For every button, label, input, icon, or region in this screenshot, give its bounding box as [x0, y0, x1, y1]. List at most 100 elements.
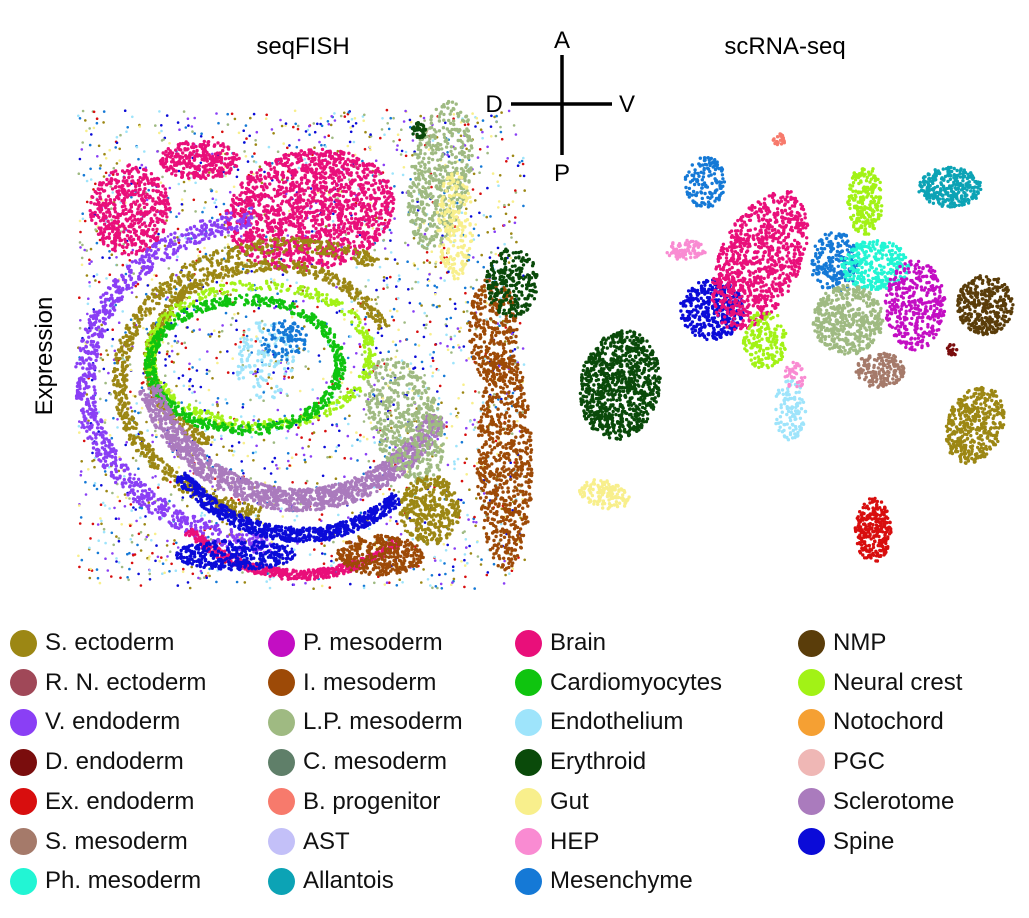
cell-point — [350, 131, 353, 134]
cell-point — [428, 126, 431, 129]
cell-point — [108, 149, 111, 152]
cell-point — [515, 452, 518, 455]
cell-point — [93, 466, 96, 469]
cell-point — [89, 568, 92, 571]
cell-point — [469, 169, 472, 172]
cell-point — [124, 505, 127, 508]
cell-point — [80, 516, 83, 519]
cell-point — [118, 561, 121, 564]
cell-point — [174, 335, 177, 338]
cell-point — [435, 184, 438, 187]
cell-point — [438, 574, 441, 577]
cell-point — [211, 441, 214, 444]
cell-point — [466, 139, 469, 142]
cell-point — [519, 322, 522, 325]
cell-point — [355, 352, 358, 355]
cell-point — [390, 251, 393, 254]
cell-point — [93, 111, 96, 114]
cell-point — [422, 207, 425, 210]
cell-point — [206, 455, 209, 458]
cell-point — [425, 227, 428, 230]
cell-point — [100, 353, 103, 356]
cell-point — [332, 561, 335, 564]
cell-point — [470, 215, 473, 218]
cell-point — [457, 412, 460, 415]
cell-point — [441, 175, 444, 178]
cell-point — [221, 324, 224, 327]
cell-point — [259, 165, 262, 168]
cell-point — [521, 160, 524, 163]
cell-point — [522, 205, 525, 208]
cell-point — [88, 259, 91, 262]
cell-point — [512, 489, 515, 492]
cell-point — [463, 151, 466, 154]
cell-point — [428, 180, 431, 183]
cell-point — [400, 533, 403, 536]
cell-point — [237, 169, 240, 172]
cell-point — [338, 430, 341, 433]
cell-point — [320, 542, 323, 545]
cell-point — [428, 143, 431, 146]
cell-point — [407, 213, 410, 216]
cell-point — [205, 576, 208, 579]
cell-point — [226, 523, 229, 526]
cell-point — [311, 230, 314, 233]
cell-point — [386, 122, 389, 125]
cell-point — [439, 208, 442, 211]
cell-point — [399, 340, 402, 343]
cell-point — [104, 504, 107, 507]
cell-point — [203, 576, 206, 579]
cell-point — [439, 342, 442, 345]
cell-point — [282, 142, 285, 145]
cell-point — [114, 146, 117, 149]
cell-point — [210, 333, 213, 336]
cell-point — [220, 438, 223, 441]
cell-point — [224, 247, 227, 250]
cell-point — [331, 137, 334, 140]
cell-point — [377, 332, 380, 335]
cell-point — [474, 426, 477, 429]
cell-point — [252, 419, 255, 422]
cell-point — [476, 117, 479, 120]
cell-point — [255, 375, 258, 378]
cell-point — [521, 507, 524, 510]
cell-point — [494, 396, 497, 399]
cell-point — [454, 308, 457, 311]
cell-point — [444, 169, 447, 172]
cell-point — [288, 464, 291, 467]
cell-point — [507, 539, 510, 542]
cell-point — [466, 310, 469, 313]
cell-point — [96, 273, 99, 276]
cell-point — [208, 575, 211, 578]
cell-point — [480, 254, 483, 257]
cell-point — [356, 459, 359, 462]
cell-point — [79, 117, 82, 120]
cell-point — [286, 279, 289, 282]
cell-point — [438, 164, 441, 167]
cell-point — [299, 408, 302, 411]
cell-point — [350, 457, 353, 460]
cell-point — [445, 138, 448, 141]
cell-point — [298, 139, 301, 142]
cell-point — [233, 450, 236, 453]
cell-point — [433, 244, 436, 247]
cell-point — [118, 517, 121, 520]
cell-point — [226, 113, 229, 116]
cell-point — [175, 274, 178, 277]
cell-point — [216, 401, 219, 404]
cell-point — [404, 110, 407, 113]
cell-point — [283, 378, 286, 381]
cell-point — [245, 315, 248, 318]
cell-point — [102, 121, 105, 124]
cell-point — [240, 415, 243, 418]
cell-point — [107, 372, 110, 375]
cell-point — [515, 133, 518, 136]
cell-point — [346, 388, 349, 391]
cell-point — [96, 117, 99, 120]
cell-point — [443, 279, 446, 282]
cell-point — [413, 568, 416, 571]
cell-point — [86, 201, 89, 204]
cell-point — [482, 405, 485, 408]
cell-point — [337, 514, 340, 517]
cell-point — [479, 496, 482, 499]
